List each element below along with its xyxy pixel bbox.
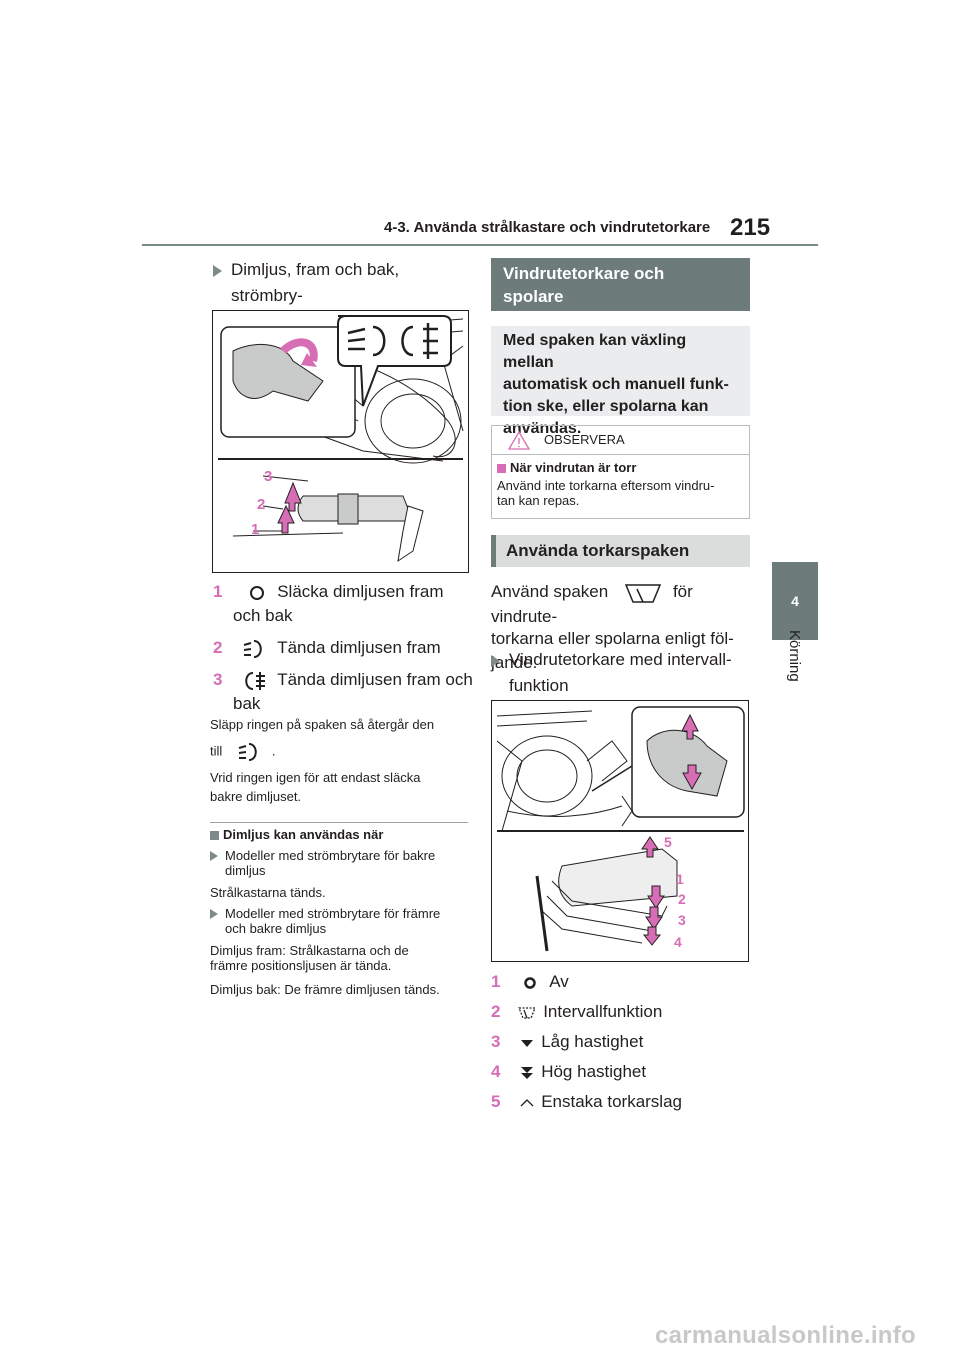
header-title: 4-3. Använda strålkastare och vindruteto… <box>384 219 711 236</box>
bullet-arrow-icon <box>213 265 222 277</box>
front-fog-icon <box>243 639 262 658</box>
caution-box: OBSERVERA När vindrutan är torr Använd i… <box>491 425 750 519</box>
fog-item-2: 2 Tända dimljusen fram <box>213 636 473 660</box>
item-text: Intervallfunktion <box>543 1002 663 1021</box>
wiper-item-4: 4 Hög hastighet <box>491 1060 751 1084</box>
fig-callout-4: 4 <box>674 934 682 950</box>
use-text: Använd spaken <box>491 582 609 601</box>
wiper-item-2: 2 Intervallfunktion <box>491 1000 751 1024</box>
fig-callout-2: 2 <box>257 496 265 513</box>
use-text-cont: torkarna eller spolarna enligt föl- jand… <box>491 628 734 672</box>
item-text: Hög hastighet <box>541 1062 647 1081</box>
caution-heading-text: När vindrutan är torr <box>510 460 637 475</box>
fog-item-1: 1 Släcka dimljusen fram och bak <box>213 580 473 628</box>
item-text-cont: och bak <box>233 606 293 625</box>
use-text: för vindrute- <box>491 582 693 626</box>
chapter-label: Körning <box>786 630 803 682</box>
item-number: 5 <box>491 1092 501 1111</box>
bullet-arrow-icon <box>210 909 218 919</box>
wiper-bullet-title-text: Vindrutetorkare med intervall- funktion <box>509 650 732 695</box>
high-speed-icon <box>521 1066 534 1079</box>
header-rule <box>142 244 818 246</box>
fig-callout-1: 1 <box>676 871 684 887</box>
fog-bullet-a-text: Modeller med strömbrytare för bakre diml… <box>225 848 436 878</box>
fog-usage-heading: Dimljus kan användas när <box>210 826 472 843</box>
watermark: carmanualsonline.info <box>655 1322 917 1349</box>
warning-triangle-icon <box>508 430 530 450</box>
low-speed-icon <box>521 1039 534 1047</box>
item-number: 3 <box>491 1032 501 1051</box>
fig-callout-1: 1 <box>251 521 259 538</box>
item-number: 1 <box>491 972 501 991</box>
note-rotate-ring: Vrid ringen igen för att endast släcka b… <box>210 770 421 804</box>
fog-text-b2: Dimljus bak: De främre dimljusen tänds. <box>210 982 440 997</box>
item-number: 2 <box>491 1002 501 1021</box>
note-release-ring: Släpp ringen på spaken så återgår den ti… <box>210 716 470 763</box>
fig-callout-3: 3 <box>678 912 686 928</box>
note-text: till <box>210 743 223 759</box>
wiper-bullet-title: Vindrutetorkare med intervall- funktion <box>491 647 753 699</box>
item-text-cont: bak <box>233 694 261 713</box>
item-number: 2 <box>213 638 223 657</box>
use-lever-paragraph: Använd spaken för vindrute- torkarna ell… <box>491 580 753 675</box>
caution-heading: När vindrutan är torr <box>492 455 749 475</box>
fog-off-icon <box>250 585 265 600</box>
item-text: Av <box>549 972 569 991</box>
item-text: Låg hastighet <box>541 1032 644 1051</box>
intro-box: Med spaken kan växling mellan automatisk… <box>491 326 750 437</box>
chapter-tab: 4 <box>772 562 818 640</box>
fog-bullet-b-text: Modeller med strömbrytare för främre och… <box>225 906 441 936</box>
wiper-item-5: 5 Enstaka torkarslag <box>491 1090 751 1114</box>
fog-switch-illustration: 3 2 1 <box>218 315 464 563</box>
page-number: 215 <box>730 214 771 241</box>
square-bullet-icon <box>497 464 506 474</box>
fog-switch-figure: 3 2 1 <box>212 310 469 573</box>
wiper-item-1: 1 Av <box>491 970 751 994</box>
wiper-icon <box>624 583 662 603</box>
fog-text-b1: Dimljus fram: Strålkastarna och de främr… <box>210 943 409 973</box>
section-title: Vindrutetorkare och spolare <box>491 258 750 311</box>
wiper-lever-figure: 5 1 2 3 4 <box>491 700 749 962</box>
bullet-arrow-icon <box>210 851 218 861</box>
note-text: Släpp ringen på spaken så återgår den <box>210 717 435 732</box>
off-icon <box>524 976 536 989</box>
item-text: Tända dimljusen fram och <box>277 670 473 689</box>
item-text: Enstaka torkarslag <box>541 1092 682 1111</box>
caution-header: OBSERVERA <box>492 426 749 455</box>
fig-callout-5: 5 <box>664 834 672 850</box>
wiper-lever-illustration: 5 1 2 3 4 <box>496 706 745 952</box>
fig-callout-3: 3 <box>264 468 272 485</box>
item-number: 1 <box>213 582 223 601</box>
fog-bullet-b: Modeller med strömbrytare för främre och… <box>210 906 472 936</box>
item-number: 3 <box>213 670 223 689</box>
fog-bullet-a: Modeller med strömbrytare för bakre diml… <box>210 848 472 878</box>
fig-callout-2: 2 <box>678 891 686 907</box>
section-divider <box>210 822 468 823</box>
item-text: Tända dimljusen fram <box>277 638 441 657</box>
fog-usage-heading-text: Dimljus kan användas när <box>223 827 384 842</box>
single-wipe-icon <box>520 1098 534 1106</box>
caution-label: OBSERVERA <box>544 432 625 447</box>
intermittent-icon <box>518 1006 537 1019</box>
item-number: 4 <box>491 1062 501 1081</box>
wiper-item-3: 3 Låg hastighet <box>491 1030 751 1054</box>
front-rear-fog-icon <box>245 671 266 690</box>
note-text: . <box>271 743 276 759</box>
fog-item-3: 3 Tända dimljusen fram och bak <box>213 668 473 716</box>
subsection-title: Använda torkarspaken <box>491 535 750 567</box>
item-text: Släcka dimljusen fram <box>277 582 444 601</box>
caution-text: Använd inte torkarna eftersom vindru- ta… <box>497 478 715 508</box>
fog-text-a: Strålkastarna tänds. <box>210 885 326 900</box>
bullet-arrow-icon <box>491 655 500 667</box>
front-fog-icon <box>238 743 257 761</box>
square-bullet-icon <box>210 831 219 841</box>
